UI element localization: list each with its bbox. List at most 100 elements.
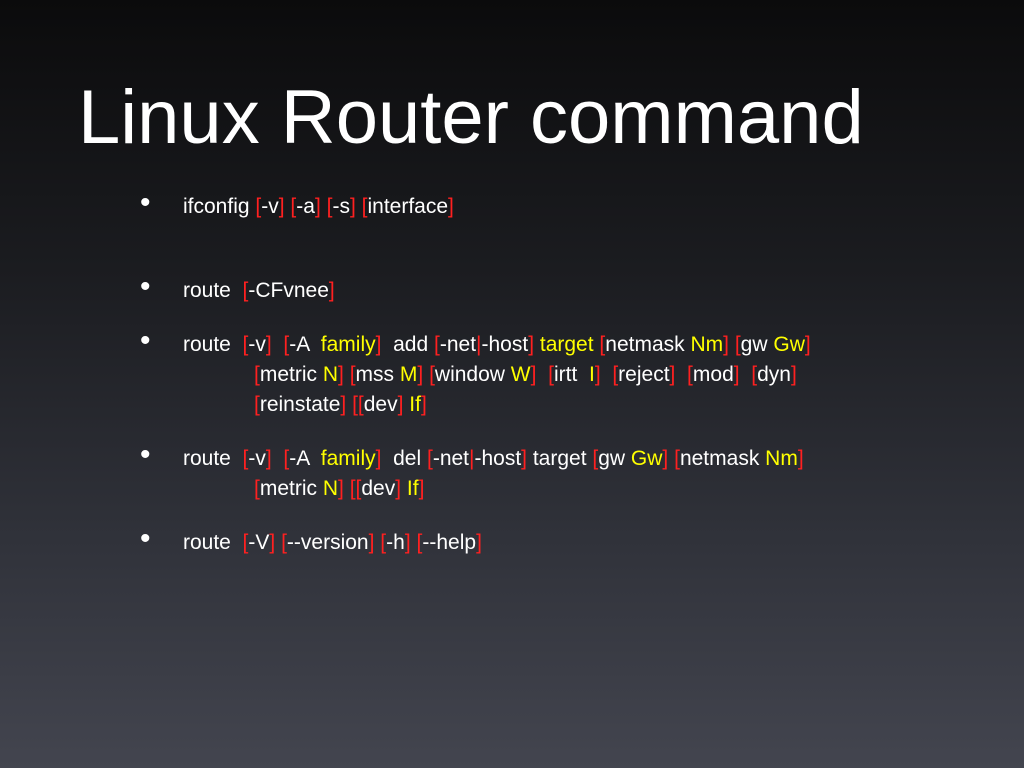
syntax-variable: Nm (765, 447, 798, 470)
syntax-text (740, 363, 752, 386)
syntax-text: -net (439, 333, 477, 356)
syntax-text: -host (474, 447, 522, 470)
syntax-variable: Gw (630, 447, 663, 470)
syntax-bracket: ] (476, 531, 482, 554)
syntax-bracket: ] (669, 363, 676, 386)
syntax-text: -s (332, 195, 350, 218)
syntax-variable: If (409, 393, 421, 416)
syntax-text: del (381, 447, 427, 470)
syntax-text: -V (248, 531, 270, 554)
syntax-bracket: | (469, 447, 475, 470)
syntax-text: -CFvnee (248, 279, 329, 302)
syntax-text: mod (692, 363, 734, 386)
command-line: route [-V] [--version] [-h] [--help] (183, 528, 482, 558)
syntax-bracket: [ (361, 195, 368, 218)
syntax-bracket: ] (349, 195, 356, 218)
syntax-text: --version (286, 531, 369, 554)
slide-title: Linux Router command (78, 75, 864, 160)
command-line: route [-CFvnee] (183, 276, 335, 306)
syntax-bracket: ] (420, 393, 427, 416)
syntax-bracket: ] (594, 363, 601, 386)
syntax-bracket: [ (290, 195, 297, 218)
bullet-marker: • (140, 522, 151, 555)
syntax-text: -net (432, 447, 470, 470)
syntax-text: -h (386, 531, 405, 554)
syntax-bracket: ] (662, 447, 669, 470)
syntax-bracket: [ (592, 447, 599, 470)
syntax-bracket: ] (375, 447, 382, 470)
syntax-bracket: ] (790, 363, 797, 386)
syntax-text: dev (363, 393, 398, 416)
syntax-bracket: ] (521, 447, 528, 470)
syntax-bracket: [[ (349, 477, 362, 500)
command-line: route [-v] [-A family] add [-net|-host] … (183, 330, 811, 360)
syntax-bracket: ] (338, 363, 344, 386)
command-line: ifconfig [-v] [-a] [-s] [interface] (183, 192, 454, 222)
syntax-variable: I (588, 363, 595, 386)
syntax-bracket: ] (530, 363, 537, 386)
syntax-bracket: [ (281, 531, 287, 554)
syntax-bracket: [ (416, 531, 423, 554)
syntax-text: route (183, 333, 243, 356)
syntax-text: route (183, 279, 243, 302)
bullet-marker: • (140, 438, 151, 471)
syntax-variable: Nm (690, 333, 724, 356)
syntax-bracket: ] (397, 393, 404, 416)
syntax-bracket: [ (254, 393, 260, 416)
syntax-text: route (183, 531, 243, 554)
syntax-text: reinstate (259, 393, 341, 416)
syntax-bracket: ] (528, 333, 535, 356)
syntax-text: -host (481, 333, 529, 356)
syntax-variable: N (322, 477, 339, 500)
syntax-text (272, 447, 284, 470)
syntax-bracket: | (476, 333, 482, 356)
syntax-text: -v (248, 447, 266, 470)
syntax-bracket: [ (254, 477, 260, 500)
syntax-text: target (527, 447, 593, 470)
syntax-bracket: ] (328, 279, 335, 302)
syntax-text: -a (296, 195, 315, 218)
syntax-bracket: ] (265, 333, 272, 356)
syntax-text: interface (367, 195, 449, 218)
syntax-bracket: [ (380, 531, 387, 554)
syntax-bracket: [ (734, 333, 741, 356)
syntax-text: dyn (757, 363, 791, 386)
syntax-bracket: ] (404, 531, 411, 554)
command-continuation-line: [metric N] [mss M] [window W] [irtt I] [… (254, 360, 797, 390)
syntax-bracket: [ (548, 363, 554, 386)
syntax-bracket: ] (723, 333, 729, 356)
bullet-marker: • (140, 270, 151, 303)
syntax-bracket: ] (418, 477, 425, 500)
syntax-bracket: [ (242, 531, 249, 554)
syntax-bracket: ] (448, 195, 454, 218)
syntax-text: -A (289, 447, 321, 470)
syntax-bracket: [ (283, 333, 290, 356)
syntax-variable: W (510, 363, 531, 386)
syntax-bracket: ] (733, 363, 740, 386)
syntax-bracket: ] (368, 531, 375, 554)
syntax-text: netmask (605, 333, 691, 356)
syntax-text (536, 363, 548, 386)
syntax-bracket: [ (612, 363, 619, 386)
syntax-text: route (183, 447, 243, 470)
syntax-bracket: [ (242, 279, 249, 302)
bullet-marker: • (140, 324, 151, 357)
command-line: route [-v] [-A family] del [-net|-host] … (183, 444, 804, 474)
syntax-bracket: [[ (352, 393, 364, 416)
command-continuation-line: [metric N] [[dev] If] (254, 474, 424, 504)
syntax-text (272, 333, 284, 356)
syntax-bracket: ] (395, 477, 402, 500)
syntax-bracket: [ (242, 333, 249, 356)
syntax-bracket: ] (314, 195, 321, 218)
syntax-text: reject (618, 363, 670, 386)
syntax-bracket: [ (751, 363, 758, 386)
syntax-text: gw (740, 333, 774, 356)
command-continuation-line: [reinstate] [[dev] If] (254, 390, 427, 420)
syntax-variable: Gw (773, 333, 805, 356)
syntax-text: metric (259, 477, 323, 500)
syntax-text: netmask (679, 447, 766, 470)
syntax-variable: family (320, 447, 376, 470)
syntax-bracket: [ (429, 363, 435, 386)
syntax-bracket: [ (254, 363, 260, 386)
syntax-text (675, 363, 687, 386)
